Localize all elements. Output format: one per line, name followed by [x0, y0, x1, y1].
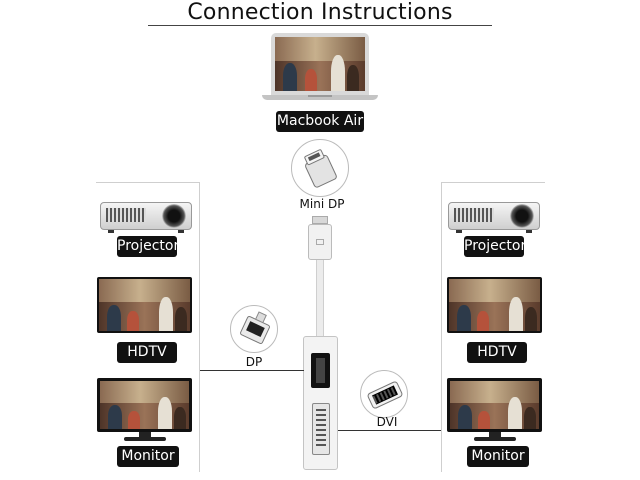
right-panel-top-border	[441, 182, 545, 183]
dvi-label: DVI	[376, 415, 398, 429]
right-hdtv-label: HDTV	[467, 342, 527, 363]
dp-plug-icon	[230, 305, 278, 353]
laptop-icon	[262, 33, 378, 103]
adapter-icon	[303, 336, 338, 470]
title-underline	[148, 25, 492, 26]
right-monitor-label: Monitor	[467, 446, 529, 467]
projector-icon	[100, 198, 192, 234]
adapter-plug-head	[308, 224, 332, 260]
monitor-icon	[97, 378, 192, 442]
tv-icon	[447, 277, 542, 333]
adapter-dp-port	[311, 353, 330, 388]
left-hdtv-label: HDTV	[117, 342, 177, 363]
left-monitor-label: Monitor	[117, 446, 179, 467]
left-panel-top-border	[96, 182, 200, 183]
dvi-plug-icon	[360, 370, 408, 418]
monitor-icon	[447, 378, 542, 442]
dp-connection-line	[200, 370, 304, 371]
mini-dp-label: Mini DP	[299, 197, 345, 211]
adapter-dvi-port	[312, 403, 330, 455]
right-panel-left-border	[441, 182, 442, 472]
dp-label: DP	[245, 355, 263, 369]
left-projector-label: Projector	[117, 236, 179, 257]
adapter-cable	[316, 260, 324, 336]
adapter-connector	[312, 216, 328, 224]
macbook-air-label: Macbook Air	[276, 111, 364, 132]
page-title: Connection Instructions	[187, 0, 453, 25]
right-projector-label: Projector	[464, 236, 526, 257]
dvi-connection-line	[338, 430, 442, 431]
projector-icon	[448, 198, 540, 234]
mini-dp-plug-icon	[291, 139, 349, 197]
left-panel-right-border	[199, 182, 200, 472]
tv-icon	[97, 277, 192, 333]
